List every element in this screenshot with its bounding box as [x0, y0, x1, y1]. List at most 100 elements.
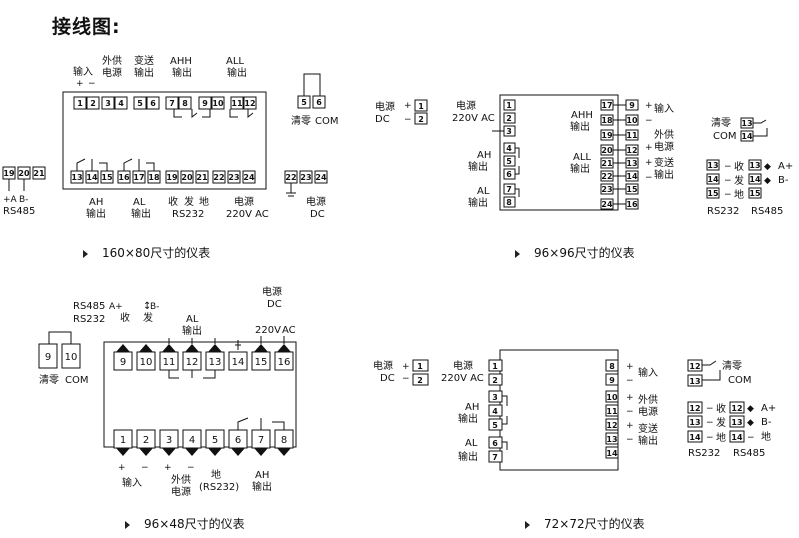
svg-text:12: 12 — [731, 404, 742, 413]
svg-text:AH: AH — [465, 402, 479, 413]
svg-text:20: 20 — [18, 169, 30, 178]
svg-text:−: − — [724, 176, 732, 186]
svg-text:11: 11 — [626, 131, 638, 140]
svg-text:地: 地 — [761, 430, 771, 443]
svg-text:COM: COM — [728, 375, 751, 386]
svg-text:电源: 电源 — [453, 359, 473, 372]
svg-text:+: + — [402, 362, 410, 372]
svg-text:电源: 电源 — [654, 140, 674, 153]
svg-text:◆: ◆ — [764, 176, 771, 186]
svg-text:COM: COM — [315, 116, 338, 127]
svg-text:输出: 输出 — [131, 207, 151, 220]
svg-text:2: 2 — [90, 99, 96, 108]
svg-text:−: − — [724, 162, 732, 172]
svg-text:12: 12 — [606, 421, 617, 430]
svg-text:19: 19 — [166, 173, 178, 182]
svg-text:10: 10 — [65, 352, 78, 363]
svg-text:ALL: ALL — [573, 152, 591, 163]
rs485-terminals-160x80: 19 20 21 +A B- RS485 — [2, 166, 46, 217]
diagram-96x96: 电源 DC 1 2 +− 电源 220V AC 1 2 3 4 5 6 7 8 … — [375, 94, 793, 217]
svg-text:+: + — [645, 143, 653, 153]
svg-text:7: 7 — [492, 453, 498, 462]
svg-text:13: 13 — [689, 377, 700, 386]
svg-text:外供: 外供 — [102, 54, 122, 67]
svg-text:22: 22 — [213, 173, 224, 182]
diagram-96x48: RS485 A+ RS232 ↕ B- 收 发 AL 输出 电源 DC 220V… — [38, 285, 297, 498]
svg-text:AL: AL — [186, 314, 199, 325]
svg-text:13: 13 — [71, 173, 82, 182]
svg-text:23: 23 — [601, 185, 612, 194]
svg-text:5: 5 — [137, 99, 143, 108]
svg-text:20: 20 — [181, 173, 193, 182]
svg-text:AHH: AHH — [170, 56, 192, 67]
dc-power-terminals-160x80: 22 23 24 电源 DC — [284, 170, 328, 220]
pwr-dc-96x96: 电源 DC 1 2 +− — [375, 99, 428, 125]
caption-96x48: 96×48尺寸的仪表 — [125, 515, 245, 532]
svg-text:1: 1 — [120, 435, 126, 446]
svg-text:RS485: RS485 — [751, 206, 783, 217]
svg-text:A+: A+ — [761, 403, 776, 414]
svg-text:A+: A+ — [109, 302, 123, 312]
svg-text:13: 13 — [689, 418, 700, 427]
svg-text:12: 12 — [689, 404, 700, 413]
svg-text:输出: 输出 — [570, 162, 590, 175]
svg-text:+: + — [76, 79, 84, 89]
svg-text:外供: 外供 — [654, 128, 674, 141]
diagram-72x72: 电源 DC +− 1 2 电源 220V AC 1 2 3 4 5 6 7 AH… — [373, 349, 776, 471]
svg-text:14: 14 — [731, 433, 743, 442]
page-title: 接线图: — [52, 16, 121, 38]
svg-text:变送: 变送 — [654, 156, 674, 169]
svg-text:7: 7 — [169, 99, 175, 108]
svg-text:7: 7 — [258, 435, 264, 446]
svg-text:清零: 清零 — [711, 116, 731, 129]
svg-text:11: 11 — [606, 407, 618, 416]
svg-text:收: 收 — [716, 402, 726, 415]
svg-text:6: 6 — [316, 98, 322, 107]
rs-ports-96x96: 13 14 15 −收 −发 −地 13 14 15 ◆A+ ◆B- RS232… — [706, 159, 793, 217]
label-input: 输入 — [73, 65, 93, 78]
bottom-terminals-96x48: 1 2 3 4 5 6 7 8 +− +− 输入 外供 电源 地 (RS232)… — [113, 417, 294, 498]
svg-text:输入: 输入 — [654, 102, 674, 115]
svg-text:+: + — [118, 463, 126, 473]
svg-text:−: − — [187, 463, 195, 473]
svg-text:9: 9 — [120, 357, 126, 368]
svg-text:6: 6 — [235, 435, 241, 446]
svg-text:RS232: RS232 — [688, 448, 720, 459]
frame-160x80 — [62, 91, 267, 190]
svg-text:电源: 电源 — [375, 100, 395, 113]
left-terminals-96x96: 电源 220V AC 1 2 3 4 5 6 7 8 AH 输出 AL 输出 — [452, 99, 520, 209]
svg-text:−: − — [626, 435, 634, 445]
svg-text:12: 12 — [689, 362, 700, 371]
svg-text:13: 13 — [606, 435, 617, 444]
svg-text:DC: DC — [375, 114, 390, 125]
svg-text:输出: 输出 — [468, 160, 488, 173]
svg-text:3: 3 — [506, 127, 512, 136]
svg-text:电源: 电源 — [171, 485, 191, 498]
svg-text:2: 2 — [492, 376, 498, 385]
svg-text:收: 收 — [168, 195, 178, 208]
svg-text:220V: 220V — [255, 325, 281, 336]
svg-text:14: 14 — [749, 175, 761, 184]
svg-text:变送: 变送 — [134, 54, 154, 67]
svg-text:B-: B- — [19, 195, 28, 205]
top-terminals-160x80: 1 2 3 4 5 6 7 8 9 10 11 12 — [73, 96, 257, 110]
svg-text:◆: ◆ — [747, 404, 754, 414]
svg-text:10: 10 — [626, 116, 638, 125]
svg-text:14: 14 — [741, 132, 753, 141]
svg-text:地: 地 — [734, 188, 744, 201]
svg-text:9: 9 — [202, 99, 208, 108]
svg-text:5: 5 — [492, 421, 498, 430]
svg-text:1: 1 — [417, 362, 423, 371]
svg-text:AH: AH — [89, 197, 103, 208]
svg-text:输出: 输出 — [172, 66, 192, 79]
svg-text:−: − — [706, 404, 714, 414]
svg-text:14: 14 — [606, 449, 618, 458]
bottom-labels-160x80: AH 输出 AL 输出 收 发 地 RS232 电源 220V AC — [86, 195, 269, 220]
svg-text:4: 4 — [492, 407, 498, 416]
svg-text:−: − — [645, 116, 653, 126]
svg-text:14: 14 — [689, 433, 701, 442]
svg-text:13: 13 — [209, 357, 222, 368]
svg-text:电源: 电源 — [102, 66, 122, 79]
svg-text:输出: 输出 — [458, 450, 478, 463]
